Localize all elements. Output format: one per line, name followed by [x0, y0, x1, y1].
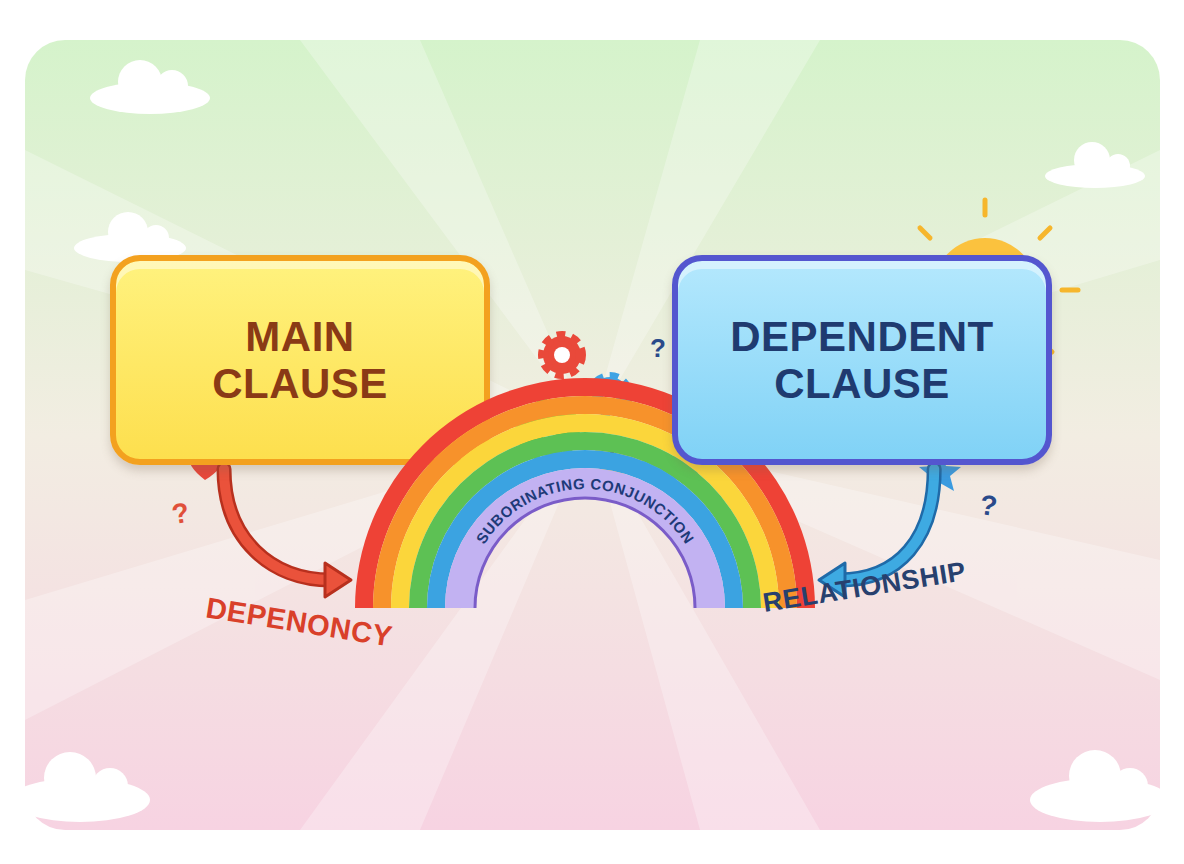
- decoration-part: [156, 70, 188, 102]
- connector-arrow: [224, 469, 351, 597]
- box-title: MAIN CLAUSE: [175, 313, 425, 407]
- decoration-part: [1062, 288, 1078, 293]
- decoration-part: [1106, 154, 1130, 178]
- box-title: DEPENDENT CLAUSE: [697, 313, 1027, 407]
- rainbow-band: [445, 468, 725, 608]
- decoration-part: [118, 60, 162, 104]
- main-clause-box: MAIN CLAUSE: [110, 255, 490, 465]
- decoration-part: [1040, 228, 1050, 238]
- rainbow-band: [427, 450, 743, 608]
- box-text-group: DEPENDENT CLAUSE: [697, 313, 1027, 407]
- decoration-part: [1112, 768, 1148, 804]
- decoration-part: [1074, 142, 1110, 178]
- decoration-part: [543, 336, 581, 374]
- decoration-part: [1069, 750, 1121, 802]
- decoration-part: [920, 228, 930, 238]
- decoration-part: [143, 225, 169, 251]
- conjunction-label: SUBORINATING CONJUNCTION: [472, 475, 697, 547]
- box-text-group: MAIN CLAUSE: [175, 313, 425, 407]
- question-mark: ?: [650, 333, 666, 364]
- sun-rays-background: [25, 40, 1160, 830]
- decoration-part: [554, 347, 570, 363]
- arrow-shaft: [224, 469, 331, 580]
- decoration-part: [108, 212, 148, 252]
- dependent-clause-box: DEPENDENT CLAUSE: [672, 255, 1052, 465]
- conjunction-label-path: SUBORINATING CONJUNCTION: [472, 475, 697, 547]
- clouds: [10, 60, 1170, 822]
- arrow-head: [325, 563, 351, 597]
- decoration-part: [92, 768, 128, 804]
- background-panel: [25, 40, 1160, 830]
- arrow-outline: [224, 469, 331, 580]
- decoration-part: [983, 200, 988, 215]
- decoration-part: [44, 752, 96, 804]
